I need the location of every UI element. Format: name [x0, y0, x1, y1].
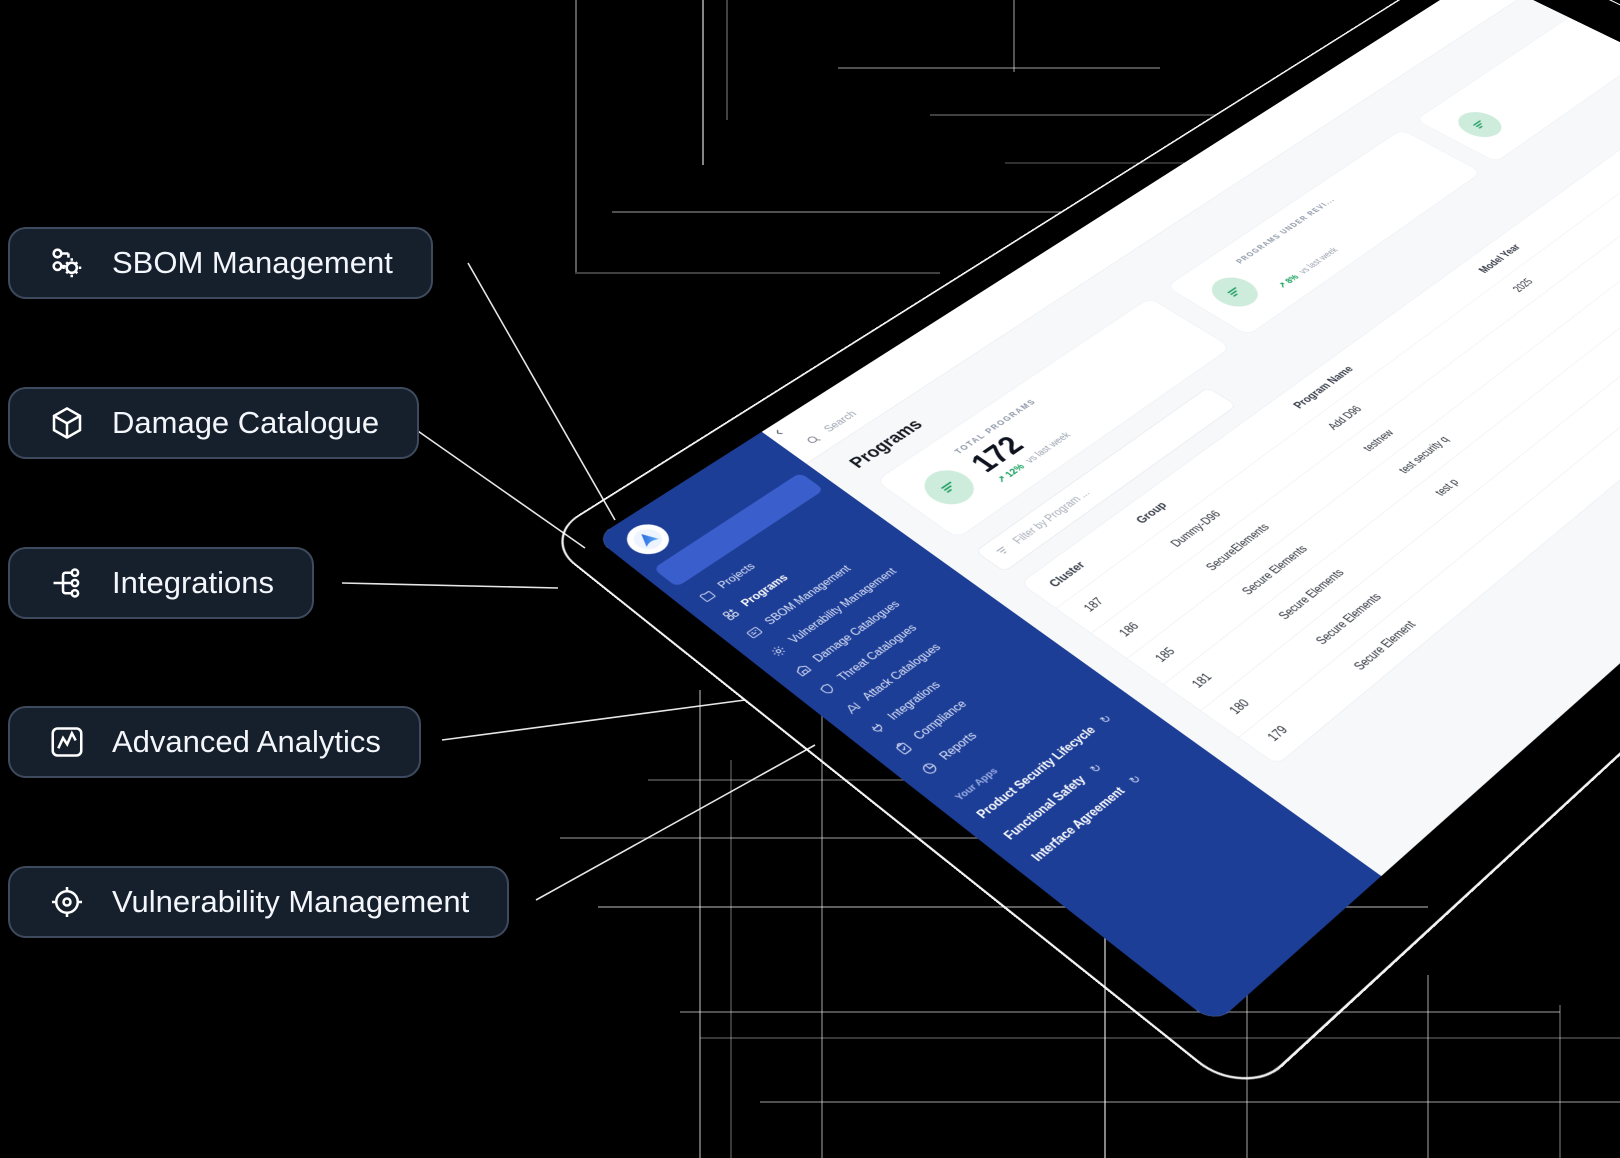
shield-icon [816, 680, 839, 697]
attack-icon [841, 700, 865, 718]
gear-icon [767, 643, 790, 660]
sync-icon: ↻ [1097, 712, 1115, 727]
folder-icon [696, 588, 719, 604]
sync-icon: ↻ [1087, 761, 1106, 776]
callout-label: Integrations [112, 565, 274, 600]
collapse-sidebar-icon[interactable]: ‹ [769, 425, 788, 439]
circuit-icon [48, 564, 86, 602]
sidebar: Projects Programs SBOM Management Vulner… [595, 431, 1382, 1025]
stat-circle-icon [1202, 271, 1267, 313]
trend-percent: 8% [1282, 272, 1302, 286]
crosshair-icon [48, 883, 86, 921]
callout-label: Advanced Analytics [112, 724, 381, 759]
search-icon [803, 433, 824, 447]
callout-label: Damage Catalogue [112, 405, 380, 440]
stat-circle-icon [1449, 106, 1510, 143]
cube-icon [48, 404, 86, 442]
stat-circle-icon [914, 463, 984, 512]
app-logo[interactable] [618, 518, 678, 561]
programs-grid-icon [720, 606, 743, 623]
warehouse-icon [791, 661, 814, 678]
callout-damage-catalogue: Damage Catalogue [8, 387, 420, 459]
app-logo-icon [627, 524, 669, 554]
app-window: Projects Programs SBOM Management Vulner… [595, 0, 1620, 1025]
callout-integrations: Integrations [8, 547, 314, 619]
pie-chart-icon [918, 759, 942, 777]
filter-icon [991, 543, 1016, 561]
callout-label: SBOM Management [112, 245, 393, 280]
callout-vulnerability-management: Vulnerability Management [8, 866, 510, 938]
analytics-chart-icon [48, 723, 86, 761]
callout-sbom-management: SBOM Management [8, 227, 433, 299]
clipboard-icon [892, 739, 916, 757]
stat-value [1488, 103, 1515, 117]
plug-icon [866, 719, 890, 737]
callout-label: Vulnerability Management [112, 884, 470, 919]
sbom-nodes-icon [48, 244, 86, 282]
callout-advanced-analytics: Advanced Analytics [8, 706, 421, 778]
sbom-card-icon [743, 624, 766, 641]
sync-icon: ↻ [1126, 773, 1145, 788]
